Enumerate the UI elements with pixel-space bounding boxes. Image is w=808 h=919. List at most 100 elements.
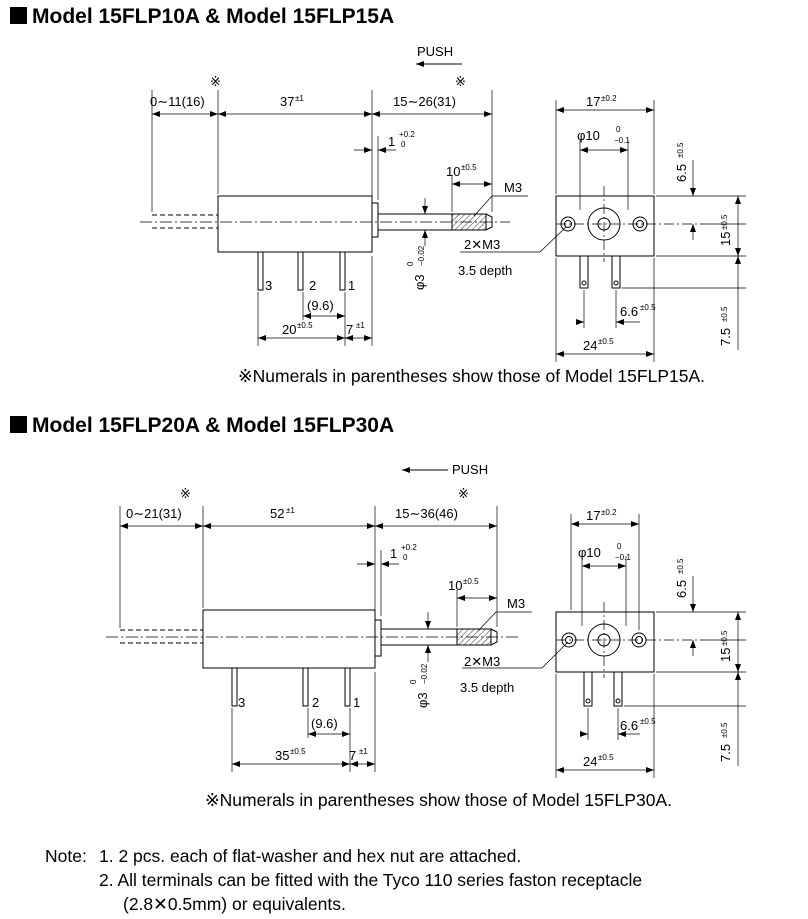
end-terminal-right [611,255,621,289]
svg-text:0: 0 [403,553,408,562]
section-2-footnote: ※Numerals in parentheses show those of M… [205,790,672,810]
svg-text:±0.2: ±0.2 [601,508,617,517]
section-1-title: Model 15FLP10A & Model 15FLP15A [32,5,395,28]
terminal-3 [231,667,238,707]
boss-diameter-dim: φ10 [577,128,600,143]
center-height-dim: 6.5 [674,164,689,182]
terminal-1 [339,251,346,291]
svg-text:±0.5: ±0.5 [290,747,306,756]
solenoid-body [202,609,376,669]
section-1-drawing: PUSH 3 2 1 ※ ※ 0∼11(16) 37 ±1 15∼26(3 [140,44,746,362]
center-height-dim: 6.5 [674,580,689,598]
svg-text:±0.5: ±0.5 [640,303,656,312]
svg-text:1: 1 [348,278,355,293]
svg-text:−0.1: −0.1 [614,136,630,145]
stroke-right-dim: 15∼26(31) [393,94,456,109]
end-width-dim: 17 [586,94,600,109]
tap-holes-label: 2✕M3 [464,237,500,252]
gap-dim: 1 [390,546,397,561]
end-terminal-left [579,255,589,289]
section-2-title: Model 15FLP20A & Model 15FLP30A [32,414,395,437]
body-length-dim: 52 [270,506,284,521]
svg-text:+0.2: +0.2 [401,543,417,552]
terminal-pitch-dim: (9.6) [311,716,338,731]
gap-dim: 1 [388,134,395,149]
svg-text:※: ※ [180,486,191,501]
note-lead: Note: [45,846,87,866]
base-width-dim: 24 [583,338,597,353]
svg-text:±0.5: ±0.5 [640,717,656,726]
flange [374,619,382,657]
terminal-2 [302,667,309,707]
svg-text:−0.02: −0.02 [417,245,426,266]
stroke-left-dim: 0∼11(16) [150,94,205,109]
note-item-2: 2. All terminals can be fitted with the … [99,870,643,890]
end-view-body [555,195,655,257]
svg-text:±0.5: ±0.5 [676,142,685,158]
square-bullet-icon [10,416,27,433]
svg-text:0: 0 [617,542,622,551]
terminal-1 [344,667,351,707]
base-width-dim: 24 [583,754,597,769]
terminal-edge-dim: 7 [346,322,353,337]
stroke-right-dim: 15∼36(46) [395,506,458,521]
flange [371,202,379,238]
body-length-dim: 37 [280,94,294,109]
svg-text:±0.5: ±0.5 [720,630,729,646]
svg-text:±1: ±1 [286,506,295,515]
svg-text:±0.5: ±0.5 [720,306,729,322]
svg-text:−0.02: −0.02 [420,663,429,684]
svg-text:※: ※ [210,74,221,89]
push-label: PUSH [452,462,488,477]
end-terminal-left [583,671,593,707]
svg-text:3: 3 [238,695,245,710]
svg-text:±0.5: ±0.5 [598,337,614,346]
note-continuation: (2.8✕0.5mm) or equivalents. [123,894,346,914]
svg-text:−0.1: −0.1 [615,553,631,562]
svg-text:0: 0 [406,261,415,266]
tap-depth-label: 3.5 depth [460,680,514,695]
terminal-span-dim: 35 [275,748,289,763]
svg-text:±0.5: ±0.5 [598,753,614,762]
svg-text:±1: ±1 [359,747,368,756]
end-terminal-right [613,671,623,707]
svg-text:※: ※ [455,74,466,89]
terminal-3 [257,251,264,291]
square-bullet-icon [10,7,27,24]
svg-text:0: 0 [616,125,621,134]
section-2-heading: Model 15FLP20A & Model 15FLP30A [10,414,394,438]
svg-text:±0.5: ±0.5 [720,214,729,230]
svg-text:±0.5: ±0.5 [676,558,685,574]
svg-text:±0.5: ±0.5 [297,321,313,330]
end-view-body [555,611,655,673]
thread-label: M3 [507,596,525,611]
stroke-left-dim: 0∼21(31) [126,506,182,521]
svg-text:+0.2: +0.2 [399,130,415,139]
section-1-footnote: ※Numerals in parentheses show those of M… [238,366,705,386]
thread-length-dim: 10 [446,164,460,179]
thread-length-dim: 10 [448,578,462,593]
svg-text:0: 0 [401,140,406,149]
svg-text:1: 1 [353,695,360,710]
terminal-span-dim: 20 [282,322,296,337]
body-height-dim: 15 [718,648,733,662]
terminal-height-dim: 7.5 [718,744,733,762]
svg-text:2: 2 [309,278,316,293]
terminal-2 [297,251,304,291]
terminal-gap-dim: 6.6 [620,718,638,733]
svg-text:±0.5: ±0.5 [463,577,479,586]
section-2-drawing: PUSH 3 2 1 ※ ※ 0∼21(31) 52 ±1 15∼36(46) … [106,462,746,778]
section-1-heading: Model 15FLP10A & Model 15FLP15A [10,5,394,29]
note-item-1: 1. 2 pcs. each of flat-washer and hex nu… [99,846,522,866]
tap-depth-label: 3.5 depth [458,263,512,278]
terminal-pitch-dim: (9.6) [307,298,334,313]
shaft-diameter-dim: φ3 [415,692,430,708]
shaft-diameter-dim: φ3 [412,274,427,290]
solenoid-body [217,195,373,253]
svg-text:±0.5: ±0.5 [461,163,477,172]
terminal-edge-dim: 7 [349,748,356,763]
boss-diameter-dim: φ10 [578,545,601,560]
tap-holes-label: 2✕M3 [464,654,500,669]
svg-text:2: 2 [312,695,319,710]
